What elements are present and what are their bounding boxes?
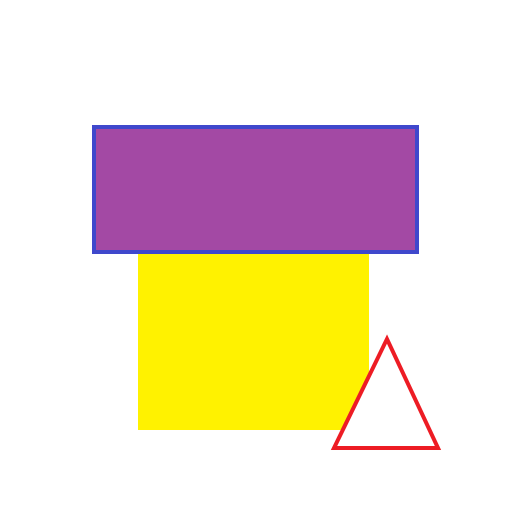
purple-rectangle	[92, 125, 419, 254]
yellow-square	[138, 253, 369, 430]
red-outline-triangle	[330, 334, 442, 450]
